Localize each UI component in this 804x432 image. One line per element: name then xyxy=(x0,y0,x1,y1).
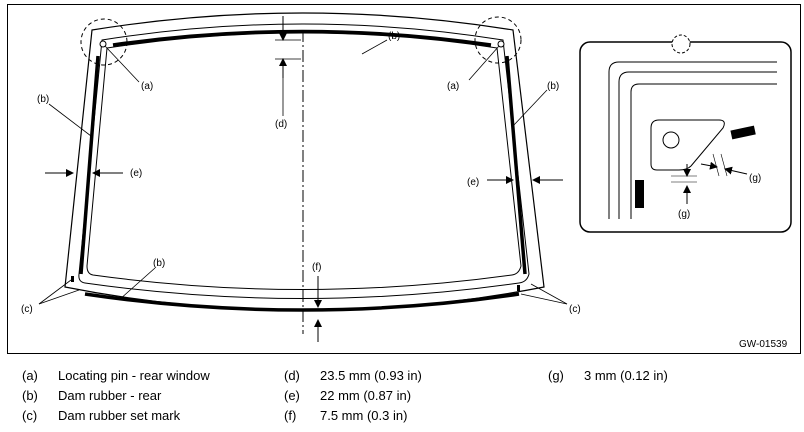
legend-key: (f) xyxy=(284,408,297,423)
callout-b-bottom: (b) xyxy=(153,258,165,269)
legend-key: (d) xyxy=(284,368,300,383)
legend-text: Dam rubber set mark xyxy=(58,408,181,423)
dam-rubber-left xyxy=(79,55,100,275)
legend-key: (e) xyxy=(284,388,300,403)
legend-text: 22 mm (0.87 in) xyxy=(320,388,412,403)
dam-rubber-top xyxy=(112,29,492,47)
figure-code: GW-01539 xyxy=(739,339,788,350)
callout-e-right: (e) xyxy=(467,177,479,188)
leader-b-bottom xyxy=(118,267,156,301)
legend-item-d: (d) 23.5 mm (0.93 in) xyxy=(284,366,422,386)
callout-b-right: (b) xyxy=(547,81,559,92)
rear-window-diagram: (d) (e) (e) (f) (a) (a) (b) (b) (b) (b) … xyxy=(7,4,801,354)
callout-a-left: (a) xyxy=(141,81,153,92)
legend-key: (a) xyxy=(22,368,38,383)
leader-a-left xyxy=(104,45,140,83)
callout-g-right: (g) xyxy=(749,173,761,184)
window-inner-outline xyxy=(78,23,530,299)
inset-pin-hole-icon xyxy=(662,131,680,149)
legend-item-e: (e) 22 mm (0.87 in) xyxy=(284,386,411,406)
detail-inset-circle xyxy=(671,34,691,54)
leader-b-top xyxy=(361,39,388,55)
callout-d: (d) xyxy=(275,119,287,130)
window-outer-outline xyxy=(64,12,545,312)
leader-c-right-1 xyxy=(530,283,568,305)
locating-pin-right-icon xyxy=(497,40,505,48)
callout-g-bottom: (g) xyxy=(678,209,690,220)
locating-pin-left-icon xyxy=(99,40,107,48)
callout-c-right: (c) xyxy=(569,304,581,315)
leader-c-right-2 xyxy=(520,293,568,305)
legend-item-b: (b) Dam rubber - rear xyxy=(22,386,161,406)
dim-g-ext-2 xyxy=(720,153,728,177)
legend-text: 3 mm (0.12 in) xyxy=(584,368,668,383)
legend-key: (b) xyxy=(22,388,38,403)
window-opening-outline xyxy=(86,32,522,290)
legend-text: 23.5 mm (0.93 in) xyxy=(320,368,422,383)
set-mark-right xyxy=(517,285,520,291)
inset-edge-1 xyxy=(608,61,777,219)
legend-item-g: (g) 3 mm (0.12 in) xyxy=(548,366,668,386)
set-mark-left xyxy=(71,276,74,282)
callout-a-right: (a) xyxy=(447,81,459,92)
callout-b-left: (b) xyxy=(37,94,49,105)
leader-c-left-1 xyxy=(38,279,72,305)
inset-edge-3 xyxy=(630,83,777,219)
inset-dam-rubber-vertical xyxy=(635,180,644,208)
leader-c-left-2 xyxy=(38,289,80,305)
legend-item-c: (c) Dam rubber set mark xyxy=(22,406,180,426)
legend-text: 7.5 mm (0.3 in) xyxy=(320,408,408,423)
inset-edge-2 xyxy=(618,71,777,219)
callout-b-top: (b) xyxy=(388,31,400,42)
legend-text: Dam rubber - rear xyxy=(58,388,162,403)
leader-a-right xyxy=(468,45,500,81)
dim-g-ext-1 xyxy=(712,153,720,177)
callout-f: (f) xyxy=(312,262,321,273)
inset-dam-rubber-horizontal xyxy=(730,125,756,140)
legend-key: (g) xyxy=(548,368,564,383)
callout-e-left: (e) xyxy=(130,168,142,179)
legend-item-a: (a) Locating pin - rear window xyxy=(22,366,210,386)
legend-item-f: (f) 7.5 mm (0.3 in) xyxy=(284,406,407,426)
leader-b-right xyxy=(512,89,548,127)
figure-frame xyxy=(7,4,801,354)
legend: (a) Locating pin - rear window (b) Dam rub… xyxy=(22,366,802,430)
dam-rubber-bottom xyxy=(84,292,520,312)
detail-circle-right xyxy=(474,16,522,64)
detail-circle-left xyxy=(80,18,128,66)
legend-key: (c) xyxy=(22,408,38,423)
dim-g-arrow-1 xyxy=(700,161,718,170)
dim-g-arrow-2 xyxy=(724,166,748,175)
legend-text: Locating pin - rear window xyxy=(58,368,210,383)
callout-c-left: (c) xyxy=(21,304,33,315)
leader-b-left xyxy=(48,103,92,137)
dam-rubber-right xyxy=(505,55,527,275)
